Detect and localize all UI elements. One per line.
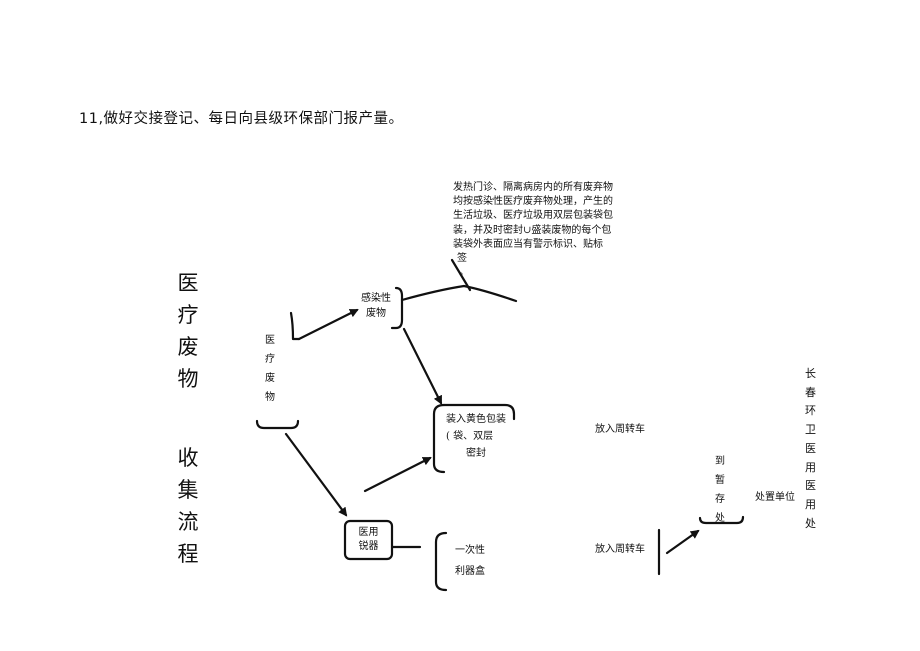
flow-title-part2: 收 集 流 程 xyxy=(170,442,206,570)
title-char: 医 xyxy=(177,271,199,295)
sharps-box-node: 一次性 利器盒 xyxy=(455,545,485,577)
note-line: 生活垃圾、医疗垃圾用双层包装袋包 xyxy=(453,210,613,222)
arrow-to-yellow-bag-2 xyxy=(363,456,432,493)
arrow-to-yellow-bag xyxy=(402,327,443,405)
yellow-bag-bracket-top xyxy=(442,403,516,421)
hook-line xyxy=(289,311,301,341)
note-line: 签 xyxy=(457,253,467,265)
note-line: 均按感染性医疗废弃物处理，产生的 xyxy=(453,196,613,208)
title-char: 程 xyxy=(177,542,199,566)
infectious-bracket xyxy=(390,286,404,330)
yellow-bag-bracket-left xyxy=(432,403,446,474)
note-line: 。 xyxy=(459,267,469,279)
sharps-device-node: 医用 锐器 xyxy=(358,527,379,552)
note-line: 装袋外表面应当有警示标识、贴标 xyxy=(453,238,603,250)
arrow-to-infectious xyxy=(297,308,359,341)
temp-storage-bracket xyxy=(698,515,745,525)
title-char: 集 xyxy=(177,478,199,502)
note-leader xyxy=(400,284,518,303)
intro-line: 11,做好交接登记、每日向县级环保部门报产量。 xyxy=(79,111,404,127)
title-char: 废 xyxy=(177,335,199,359)
note-line: 装，并及时密封∪盛装废物的每个包 xyxy=(453,224,612,236)
title-char: 物 xyxy=(177,367,199,391)
note-leader-tick xyxy=(450,258,472,292)
infectious-waste-node: 感染性 废物 xyxy=(361,293,391,319)
yellow-bag-node: 装入黄色包装 ( 袋、双层 密封 xyxy=(446,414,506,459)
medical-waste-label: 医 疗 废 物 xyxy=(265,335,275,403)
transfer-cart-2: 放入周转车 xyxy=(595,544,645,555)
note-text: 发热门诊、隔离病房内的所有废弃物 均按感染性医疗废弃物处理，产生的 生活垃圾、医… xyxy=(453,181,619,280)
sharps-device-box xyxy=(343,519,394,561)
title-char: 流 xyxy=(177,510,199,534)
note-line: 发热门诊、隔离病房内的所有废弃物 xyxy=(453,182,613,193)
disposal-unit-label: 处置单位 xyxy=(755,492,795,503)
arrow-to-temp-storage xyxy=(665,529,700,555)
arrow-to-sharps xyxy=(284,432,348,517)
sharps-box-bracket xyxy=(434,531,448,592)
temp-storage-node: 到 暂 存 处 xyxy=(715,456,725,524)
transfer-cart-1: 放入周转车 xyxy=(595,424,645,435)
medical-waste-bracket xyxy=(255,419,300,430)
disposal-company-vertical: 长 春 环 卫 医 用 医 用 处 xyxy=(805,367,817,530)
flow-title-part1: 医 疗 废 物 xyxy=(170,267,206,395)
title-char: 疗 xyxy=(177,303,199,327)
title-char: 收 xyxy=(177,446,199,470)
